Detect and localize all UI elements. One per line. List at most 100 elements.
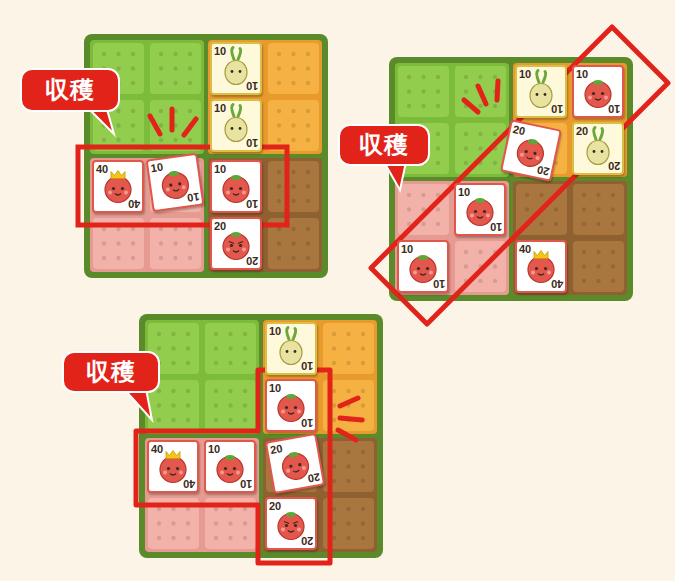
soil-dot bbox=[361, 346, 365, 350]
face-eye bbox=[524, 150, 528, 154]
soil-dot bbox=[243, 361, 247, 365]
soil-dot bbox=[214, 389, 218, 393]
card-value: 10 bbox=[301, 360, 313, 372]
face-eye bbox=[298, 463, 302, 467]
soil-dot bbox=[214, 418, 218, 422]
soil-dot bbox=[306, 170, 310, 174]
soil-dot bbox=[131, 241, 135, 245]
field-plot bbox=[455, 66, 506, 117]
card-value: 10 bbox=[608, 103, 620, 115]
field-plot bbox=[211, 218, 262, 269]
face-mouth bbox=[538, 274, 544, 276]
onion-bulb bbox=[225, 118, 247, 142]
soil-dot bbox=[228, 332, 232, 336]
soil-dot bbox=[188, 66, 192, 70]
soil-dot bbox=[116, 66, 120, 70]
soil-dot bbox=[157, 346, 161, 350]
field-board bbox=[84, 34, 328, 278]
soil-dot bbox=[464, 132, 468, 136]
soil-dot bbox=[464, 264, 468, 268]
soil-dot bbox=[596, 264, 600, 268]
soil-dot bbox=[611, 207, 615, 211]
soil-dot bbox=[116, 123, 120, 127]
face-eye bbox=[169, 183, 173, 187]
field-plot bbox=[398, 66, 449, 117]
soil-dot bbox=[493, 104, 497, 108]
soil-dot bbox=[582, 207, 586, 211]
card-value: 10 bbox=[208, 443, 220, 455]
soil-dot bbox=[306, 138, 310, 142]
crop-card: 2020 bbox=[500, 119, 562, 182]
soil-dot bbox=[493, 279, 497, 283]
soil-dot bbox=[464, 75, 468, 79]
card-value: 10 bbox=[246, 198, 258, 210]
soil-dot bbox=[157, 332, 161, 336]
soil-dot bbox=[478, 279, 482, 283]
soil-dot bbox=[306, 109, 310, 113]
exclaim-stroke bbox=[340, 398, 358, 406]
field-tile bbox=[208, 40, 322, 154]
face-eye bbox=[289, 464, 293, 468]
soil-dot bbox=[277, 123, 281, 127]
face-eye bbox=[544, 267, 547, 270]
field-plot bbox=[455, 184, 506, 235]
soil-dot bbox=[173, 256, 177, 260]
field-plot bbox=[573, 241, 624, 292]
board-frame bbox=[84, 34, 328, 278]
soil-dot bbox=[306, 256, 310, 260]
soil-dot bbox=[346, 536, 350, 540]
soil-dot bbox=[346, 332, 350, 336]
soil-dot bbox=[291, 52, 295, 56]
soil-dot bbox=[243, 403, 247, 407]
soil-dot bbox=[346, 464, 350, 468]
face-mouth bbox=[170, 474, 176, 476]
soil-dot bbox=[186, 361, 190, 365]
soil-dot bbox=[186, 346, 190, 350]
face-cheek bbox=[297, 528, 301, 532]
soil-dot bbox=[188, 138, 192, 142]
tomato-leaf bbox=[168, 170, 179, 176]
field-plot bbox=[211, 100, 262, 151]
soil-dot bbox=[306, 123, 310, 127]
soil-dot bbox=[582, 264, 586, 268]
face-eye bbox=[230, 244, 233, 247]
soil-dot bbox=[243, 521, 247, 525]
soil-dot bbox=[306, 184, 310, 188]
soil-dot bbox=[554, 207, 558, 211]
soil-dot bbox=[157, 521, 161, 525]
field-plot bbox=[150, 100, 201, 151]
card-value: 40 bbox=[183, 478, 195, 490]
field-plot bbox=[93, 161, 144, 212]
field-tile bbox=[513, 181, 627, 295]
face-cheek bbox=[281, 410, 285, 414]
soil-dot bbox=[131, 256, 135, 260]
card-value: 10 bbox=[458, 186, 470, 198]
soil-dot bbox=[173, 138, 177, 142]
tomato-body bbox=[161, 171, 190, 200]
soil-dot bbox=[493, 132, 497, 136]
soil-dot bbox=[186, 403, 190, 407]
soil-dot bbox=[291, 81, 295, 85]
soil-dot bbox=[407, 104, 411, 108]
face-eye bbox=[483, 210, 486, 213]
soil-dot bbox=[159, 52, 163, 56]
face-eye bbox=[121, 187, 124, 190]
card-value: 10 bbox=[576, 68, 588, 80]
field-plot bbox=[268, 161, 319, 212]
crop-card: 1010 bbox=[454, 183, 506, 236]
card-value: 10 bbox=[214, 163, 226, 175]
soil-dot bbox=[361, 389, 365, 393]
crop-card: 4040 bbox=[515, 240, 567, 293]
soil-dot bbox=[171, 521, 175, 525]
soil-dot bbox=[188, 256, 192, 260]
face-cheek bbox=[242, 191, 246, 195]
soil-dot bbox=[346, 389, 350, 393]
face-cheek bbox=[413, 271, 417, 275]
soil-dot bbox=[277, 138, 281, 142]
soil-dot bbox=[277, 184, 281, 188]
card-value: 10 bbox=[301, 417, 313, 429]
soil-dot bbox=[361, 464, 365, 468]
soil-dot bbox=[582, 193, 586, 197]
crop-card: 1010 bbox=[146, 153, 205, 213]
soil-dot bbox=[171, 346, 175, 350]
